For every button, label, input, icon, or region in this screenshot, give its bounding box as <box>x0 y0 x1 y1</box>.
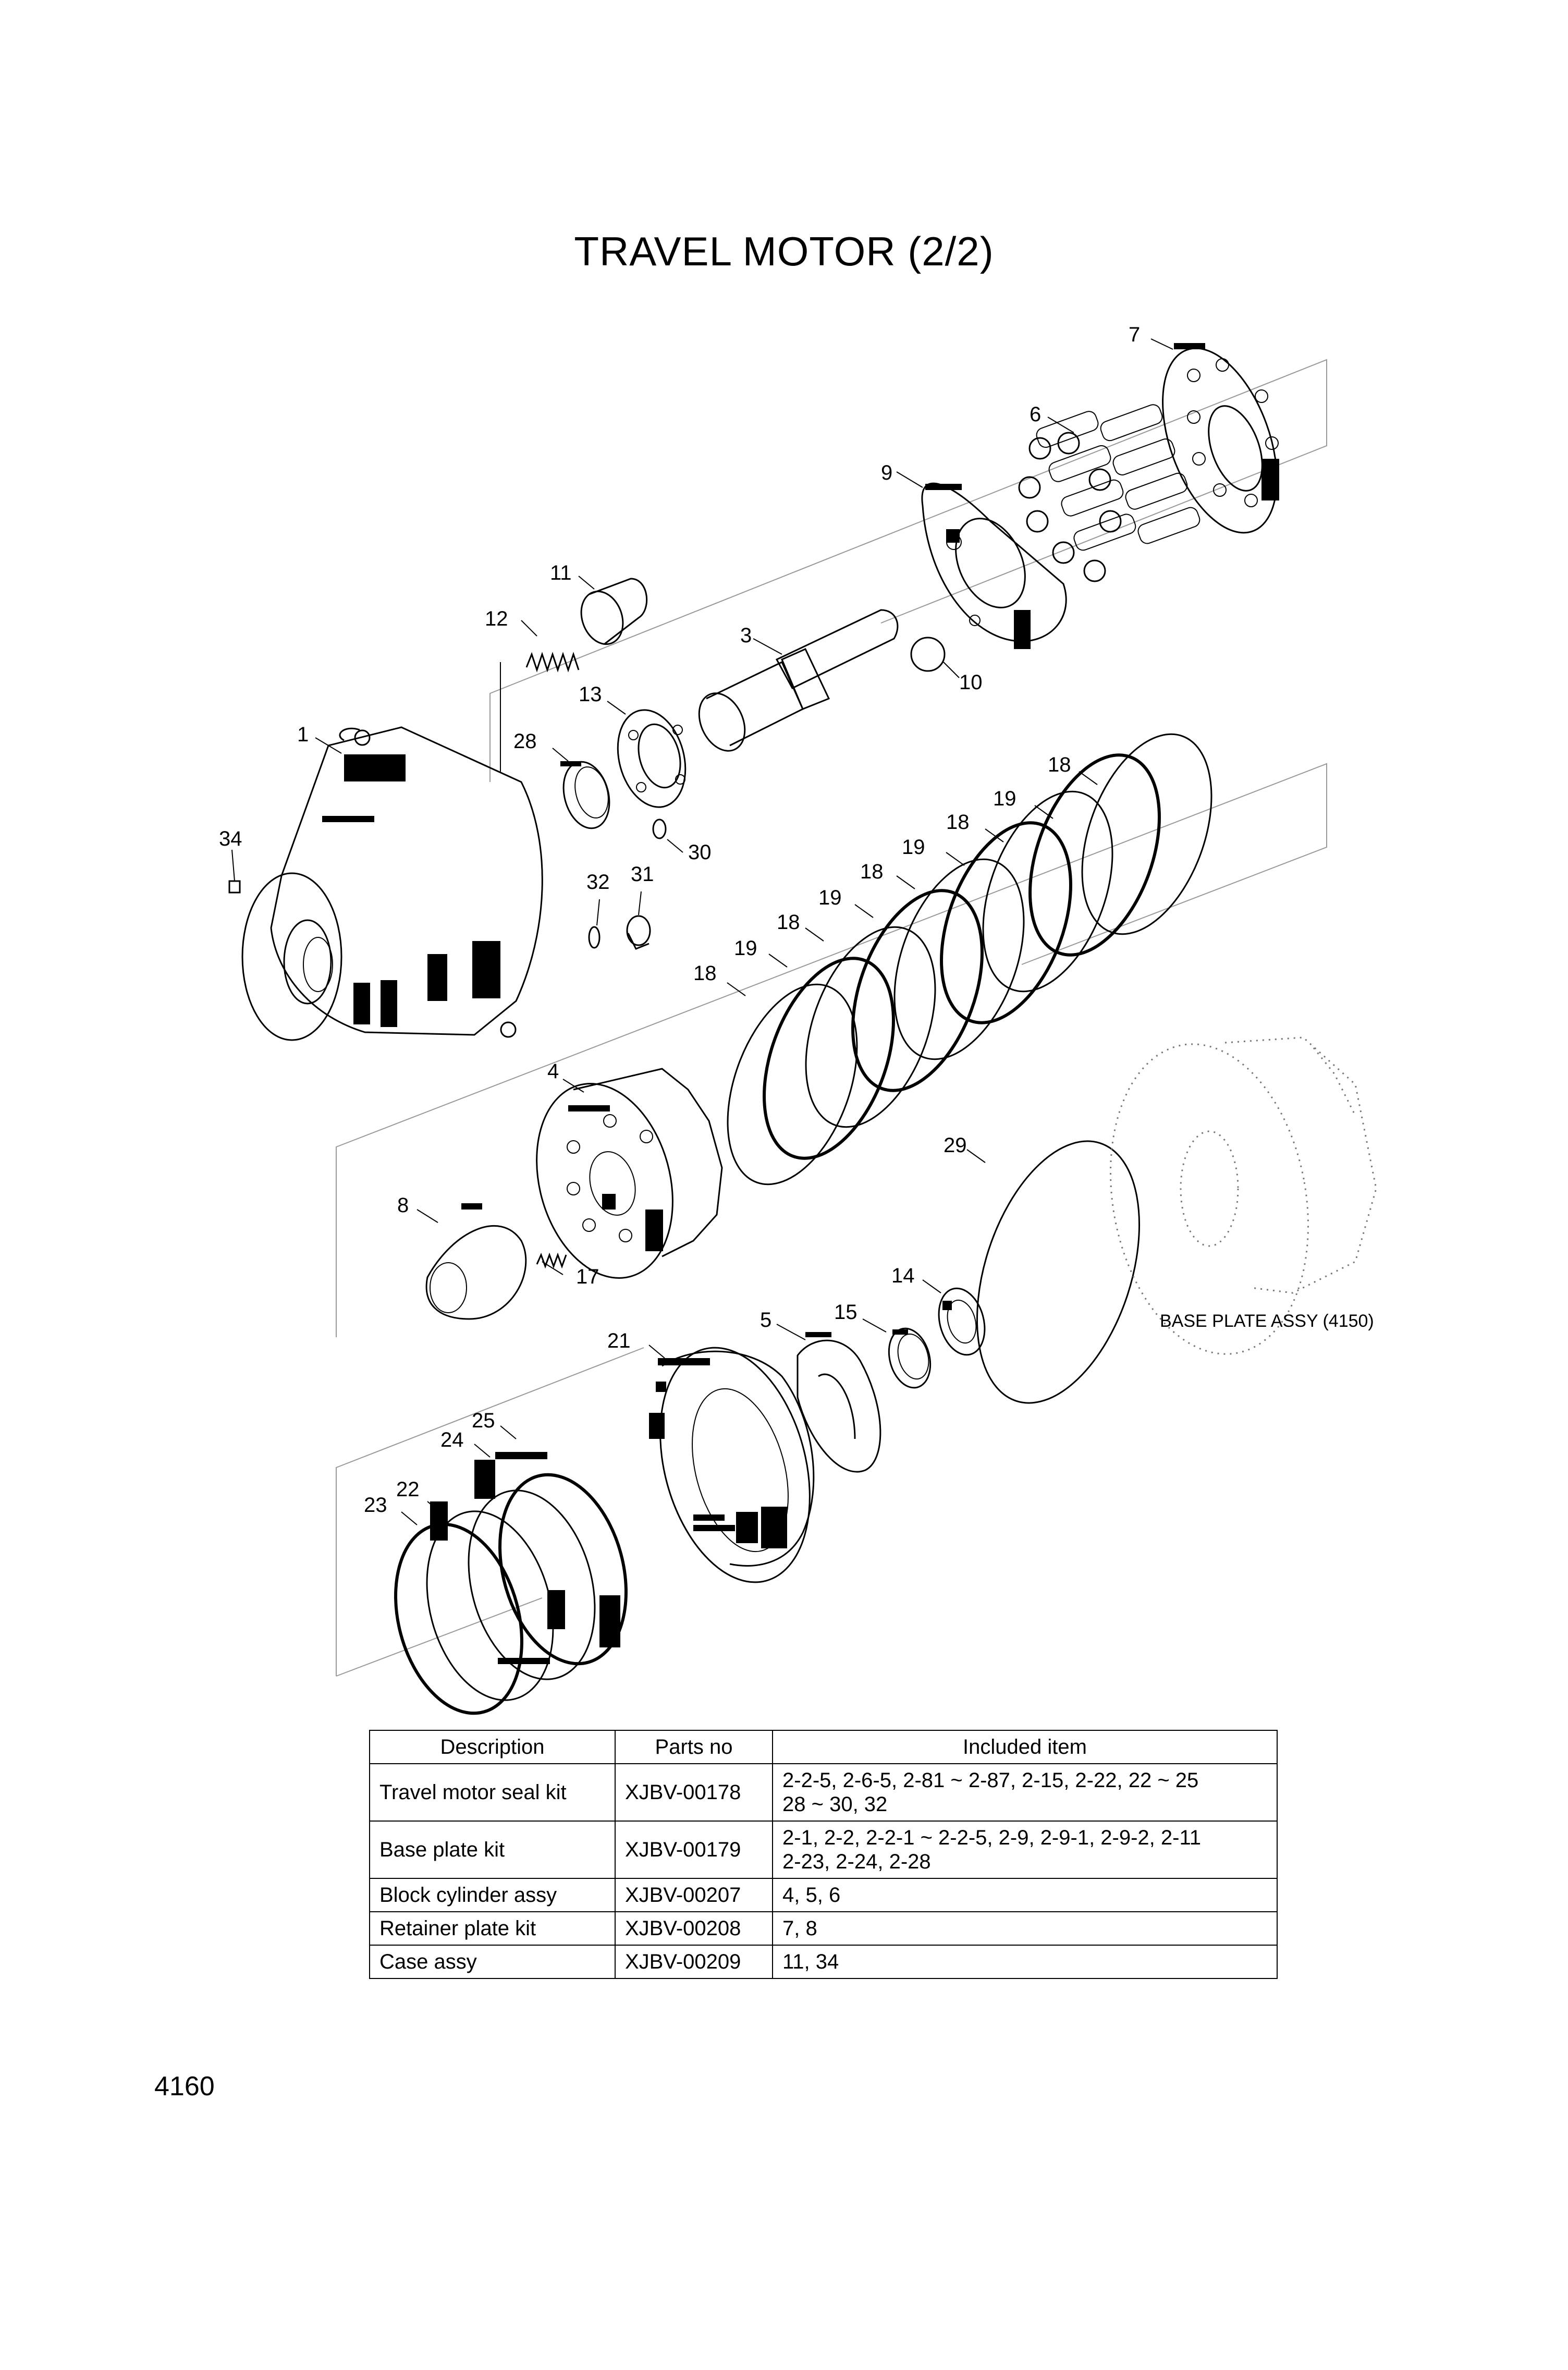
table-row: Base plate kit XJBV-00179 2-1, 2-2, 2-2-… <box>369 1821 1278 1879</box>
table-row: Retainer plate kit XJBV-00208 7, 8 <box>369 1911 1278 1946</box>
part-12-spring <box>525 652 580 673</box>
part-34-plug <box>228 880 241 894</box>
part-13-bearing <box>617 709 687 808</box>
part-17-spring <box>536 1252 567 1269</box>
callout-14: 14 <box>891 1264 915 1287</box>
part-9-cam-plate <box>921 482 1067 649</box>
row-description: Travel motor seal kit <box>369 1763 616 1822</box>
callout-4: 4 <box>547 1060 559 1083</box>
table-header-row: Description Parts no Included item <box>369 1730 1278 1764</box>
callout-18-c: 18 <box>860 860 884 883</box>
callout-18-a: 18 <box>1048 753 1071 776</box>
callout-19-b: 19 <box>902 836 925 859</box>
part-8-spherical-bush <box>425 1203 527 1320</box>
part-7-retainer-plate <box>1162 343 1279 534</box>
callout-24: 24 <box>440 1428 464 1451</box>
part-29-o-ring <box>976 1140 1141 1404</box>
callout-13: 13 <box>579 683 602 706</box>
column-header-description: Description <box>369 1730 616 1764</box>
part-3-drive-shaft <box>698 609 899 752</box>
parts-kit-table: Description Parts no Included item Trave… <box>369 1730 1278 1979</box>
callout-22: 22 <box>396 1478 420 1501</box>
page-number: 4160 <box>154 2071 215 2102</box>
callout-29: 29 <box>944 1134 967 1157</box>
part-4-cylinder-block <box>536 1068 723 1279</box>
callout-25: 25 <box>472 1409 495 1432</box>
callout-18-e: 18 <box>693 962 717 985</box>
callout-18-d: 18 <box>777 911 800 934</box>
part-21-rear-flange <box>649 1347 815 1583</box>
part-30-o-ring <box>652 818 667 839</box>
seals-22-25 <box>394 1452 628 1715</box>
callout-6: 6 <box>1030 403 1041 426</box>
callout-19-c: 19 <box>818 886 842 909</box>
callout-1: 1 <box>297 723 309 746</box>
seal-rings-18-19 <box>727 733 1212 1186</box>
part-1-motor-housing <box>241 726 543 1041</box>
row-parts-no: XJBV-00179 <box>615 1821 773 1879</box>
callout-18-b: 18 <box>946 811 970 834</box>
row-included-item: 2-2-5, 2-6-5, 2-81 ~ 2-87, 2-15, 2-22, 2… <box>772 1763 1278 1822</box>
part-31-plug <box>626 915 651 950</box>
callout-10: 10 <box>959 671 983 694</box>
page-title: TRAVEL MOTOR (2/2) <box>574 228 994 274</box>
part-10-steel-ball <box>910 637 946 672</box>
row-included-item: 7, 8 <box>772 1911 1278 1946</box>
part-6-pistons <box>1018 404 1200 582</box>
callout-17: 17 <box>576 1265 599 1288</box>
part-28-ring <box>560 761 610 829</box>
callout-3: 3 <box>740 624 752 647</box>
callout-9: 9 <box>881 461 892 484</box>
part-32-o-ring <box>588 926 601 949</box>
callout-5: 5 <box>760 1309 771 1331</box>
callout-23: 23 <box>364 1494 387 1517</box>
part-14-bearing <box>938 1287 986 1356</box>
base-plate-assy-label: BASE PLATE ASSY (4150) <box>1160 1311 1374 1331</box>
callout-21: 21 <box>607 1329 631 1352</box>
callout-11: 11 <box>550 561 572 584</box>
callout-8: 8 <box>397 1194 409 1217</box>
column-header-included-item: Included item <box>772 1730 1278 1764</box>
callout-15: 15 <box>834 1301 858 1324</box>
row-included-item: 2-1, 2-2, 2-2-1 ~ 2-2-5, 2-9, 2-9-1, 2-9… <box>772 1821 1278 1879</box>
table-row: Travel motor seal kit XJBV-00178 2-2-5, … <box>369 1763 1278 1822</box>
row-description: Block cylinder assy <box>369 1878 616 1912</box>
callout-19-a: 19 <box>993 787 1016 810</box>
callout-labels: 1 3 4 5 6 7 8 9 10 11 12 13 14 15 17 18 … <box>219 323 1374 1517</box>
callout-12: 12 <box>485 607 508 630</box>
row-description: Base plate kit <box>369 1821 616 1879</box>
row-description: Case assy <box>369 1945 616 1979</box>
callout-31: 31 <box>631 863 654 886</box>
leader-lines <box>231 338 1173 1525</box>
row-included-item: 11, 34 <box>772 1945 1278 1979</box>
row-description: Retainer plate kit <box>369 1911 616 1946</box>
table-row: Block cylinder assy XJBV-00207 4, 5, 6 <box>369 1878 1278 1912</box>
row-parts-no: XJBV-00208 <box>615 1911 773 1946</box>
callout-19-d: 19 <box>734 937 757 960</box>
row-parts-no: XJBV-00209 <box>615 1945 773 1979</box>
callout-32: 32 <box>586 871 610 894</box>
row-included-item: 4, 5, 6 <box>772 1878 1278 1912</box>
callout-28: 28 <box>513 730 537 753</box>
row-parts-no: XJBV-00178 <box>615 1763 773 1822</box>
part-15-ring <box>888 1327 932 1389</box>
row-parts-no: XJBV-00207 <box>615 1878 773 1912</box>
callout-30: 30 <box>688 841 712 864</box>
column-header-parts-no: Parts no <box>615 1730 773 1764</box>
base-plate-assy-reference <box>1110 1036 1377 1355</box>
table-row: Case assy XJBV-00209 11, 34 <box>369 1945 1278 1979</box>
callout-34: 34 <box>219 827 242 850</box>
callout-7: 7 <box>1129 323 1140 346</box>
part-5-valve-plate <box>797 1332 881 1473</box>
assembly-planes <box>336 359 1327 1677</box>
part-11-sleeve <box>580 578 648 645</box>
